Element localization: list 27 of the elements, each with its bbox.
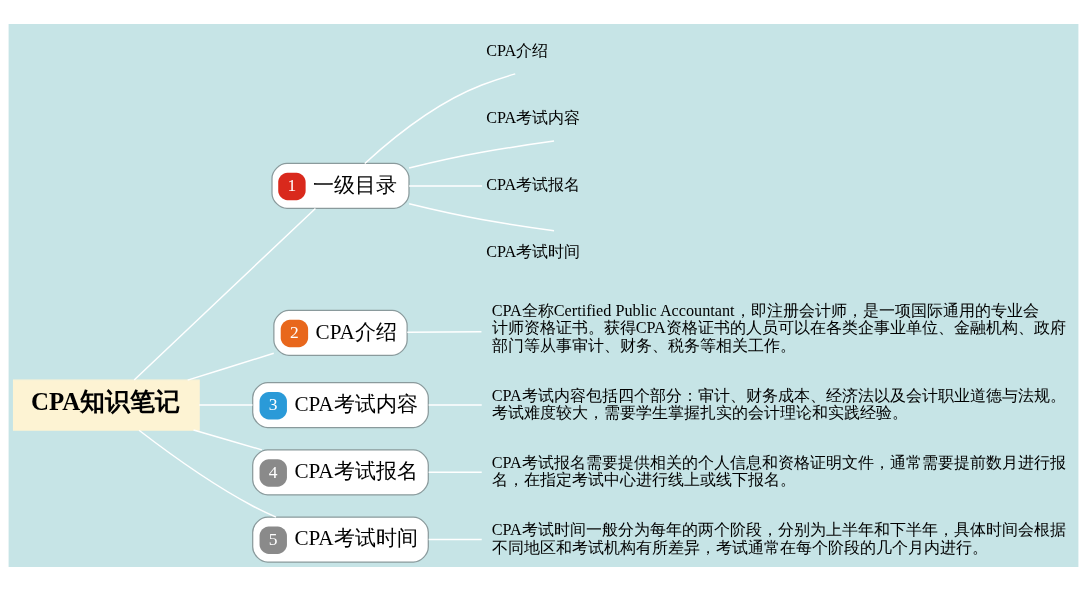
node-box: CPA知识笔记 (12, 379, 200, 431)
node-text: CPA全称Certified Public Accountant，即注册会计师，是一项国际通用的专业会计师资格证书。获得CPA资格证书的人员可以在各类企事业单位、金融机构、政府部门等从事审计、财务、税务等相关工作。 (491, 301, 1066, 355)
connector (364, 72, 516, 164)
node-text: CPA考试内容 (486, 108, 581, 127)
node-text: CPA考试时间一般分为每年的两个阶段，分别为上半年和下半年，具体时间会根据不同地区和考试机构有所差异，考试通常在每个阶段的几个月内进行。 (491, 520, 1066, 557)
connector (427, 403, 483, 406)
node-box: 1 一级目录 (271, 162, 410, 209)
node-text: CPA考试内容包括四个部分：审计、财务成本、经济法以及会计职业道德与法规。考试难度较大，需要学生掌握扎实的会计理论和实践经验。 (491, 386, 1066, 422)
node-text: CPA介绍 (486, 41, 549, 60)
connector (408, 184, 483, 187)
node-box: 3 CPA考试内容 (252, 381, 429, 428)
connector (406, 330, 483, 333)
node-text: CPA考试报名 (486, 175, 581, 194)
node-box: 5 CPA考试时间 (252, 516, 429, 563)
connector (186, 352, 275, 381)
node-box: 2 CPA介绍 (273, 309, 408, 356)
connector (427, 471, 483, 473)
connector (133, 207, 317, 381)
connector (198, 403, 254, 406)
connector (192, 428, 263, 451)
node-text: CPA考试报名需要提供相关的个人信息和资格证明文件，通常需要提前数月进行报名，在指定考试中心进行线上或线下报名。 (491, 453, 1066, 489)
connector (408, 139, 555, 169)
connector (408, 202, 555, 231)
connector (427, 538, 483, 540)
connector (138, 429, 277, 518)
node-text: CPA考试时间 (486, 242, 581, 261)
node-box: 4 CPA考试报名 (252, 448, 429, 495)
